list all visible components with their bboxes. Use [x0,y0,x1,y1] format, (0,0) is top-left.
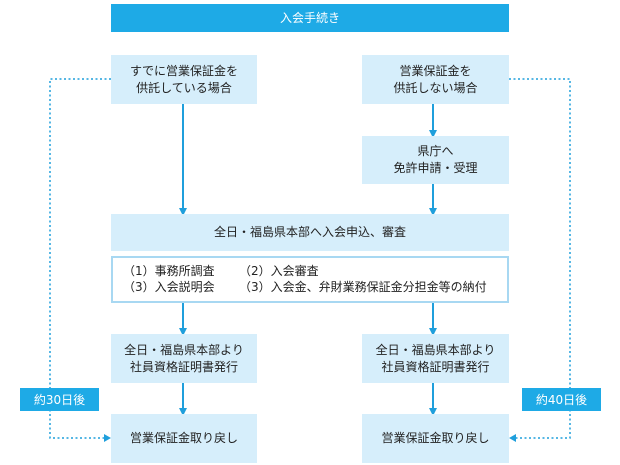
left-return-text: 営業保証金取り戻し [129,431,238,445]
step-office-survey: （1）事務所調査 [123,264,215,278]
prefecture-line2: 免許申請・受理 [393,161,478,175]
application-text: 全日・福島県本部へ入会申込、審査 [213,225,406,239]
not-deposited-line2: 供託しない場合 [393,80,478,95]
right-days-badge: 約40日後 [522,388,601,411]
dotted-left-path [49,78,111,439]
procedure-title-text: 入会手続き [279,10,340,25]
left-certificate-line1: 全日・福島県本部より [124,342,244,357]
left-days-badge: 約30日後 [20,388,99,411]
right-return-text: 営業保証金取り戻し [381,431,490,445]
step-membership-review: （2）入会審査 [239,264,319,278]
not-deposited-box: 営業保証金を 供託しない場合 [362,55,509,104]
dotted-right-path [509,78,571,439]
procedure-title: 入会手続き [111,4,509,32]
left-days-text: 約30日後 [33,393,86,407]
right-certificate-line2: 社員資格証明書発行 [381,359,490,374]
not-deposited-line1: 営業保証金を [399,63,472,78]
prefecture-license-box: 県庁へ 免許申請・受理 [362,136,509,184]
right-days-text: 約40日後 [535,393,588,407]
left-return-box: 営業保証金取り戻し [111,414,257,463]
prefecture-line1: 県庁へ [417,144,454,158]
step-orientation: （3）入会説明会 [123,280,215,294]
already-deposited-line2: 供託している場合 [136,80,232,95]
steps-box: （1）事務所調査 （2）入会審査 （3）入会説明会 （3）入会金、弁財業務保証金… [111,256,509,303]
right-certificate-box: 全日・福島県本部より 社員資格証明書発行 [362,334,509,383]
application-box: 全日・福島県本部へ入会申込、審査 [111,214,509,251]
step-fee-payment: （3）入会金、弁財業務保証金分担金等の納付 [239,280,487,294]
right-return-box: 営業保証金取り戻し [362,414,509,463]
left-certificate-line2: 社員資格証明書発行 [129,359,238,374]
right-certificate-line1: 全日・福島県本部より [375,342,496,357]
left-certificate-box: 全日・福島県本部より 社員資格証明書発行 [111,334,257,383]
already-deposited-line1: すでに営業保証金を [129,63,239,78]
already-deposited-box: すでに営業保証金を 供託している場合 [111,55,257,104]
